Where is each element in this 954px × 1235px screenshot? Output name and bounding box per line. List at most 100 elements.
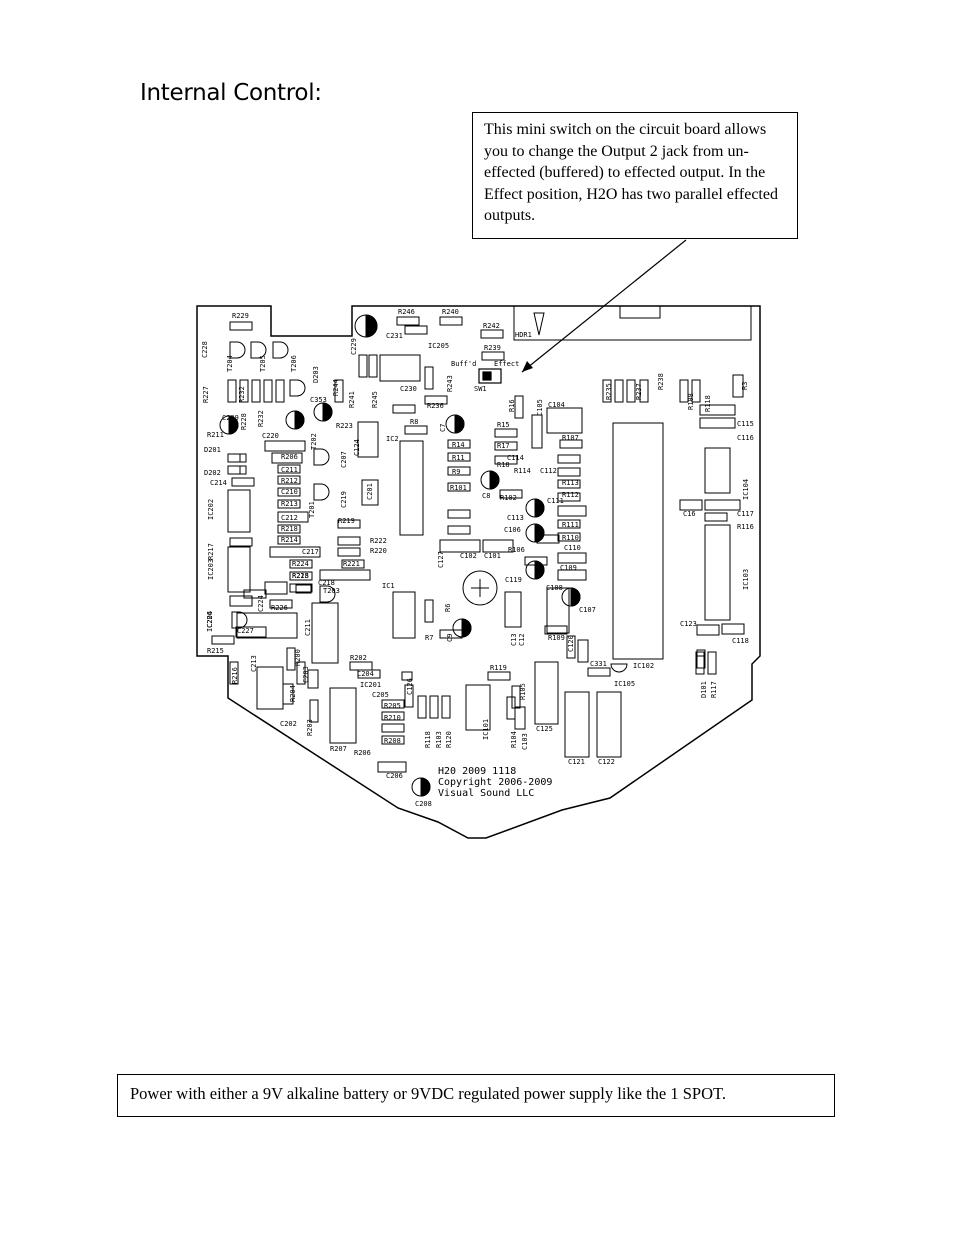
svg-text:R210: R210 (384, 714, 401, 722)
svg-text:C106: C106 (504, 526, 521, 534)
svg-text:R11: R11 (452, 454, 465, 462)
svg-text:C114: C114 (507, 454, 524, 462)
svg-text:R241: R241 (348, 391, 356, 408)
svg-text:R219: R219 (338, 517, 355, 525)
svg-text:C115: C115 (737, 420, 754, 428)
svg-text:R118: R118 (704, 395, 712, 412)
svg-text:R15: R15 (497, 421, 510, 429)
svg-text:R200: R200 (294, 649, 302, 666)
svg-text:IC102: IC102 (633, 662, 654, 670)
svg-text:C229: C229 (350, 338, 358, 355)
svg-text:R102: R102 (500, 494, 517, 502)
svg-text:C211: C211 (304, 619, 312, 636)
svg-text:C110: C110 (564, 544, 581, 552)
svg-text:C113: C113 (507, 514, 524, 522)
svg-text:C108: C108 (546, 584, 563, 592)
svg-text:R8: R8 (410, 418, 418, 426)
svg-text:IC205: IC205 (428, 342, 449, 350)
svg-text:C125: C125 (536, 725, 553, 733)
svg-text:C120: C120 (567, 635, 575, 652)
ic-packages (227, 354, 731, 758)
svg-text:C209: C209 (222, 414, 239, 422)
svg-text:R116: R116 (737, 523, 754, 531)
svg-text:C220: C220 (262, 432, 279, 440)
svg-text:R108: R108 (687, 393, 695, 410)
svg-text:R245: R245 (371, 391, 379, 408)
svg-text:C230: C230 (400, 385, 417, 393)
svg-text:C118: C118 (732, 637, 749, 645)
electrolytic-capacitors (219, 314, 581, 797)
svg-text:IC201: IC201 (360, 681, 381, 689)
svg-text:C206: C206 (386, 772, 403, 780)
svg-text:R222: R222 (370, 537, 387, 545)
transistors (229, 341, 628, 673)
svg-text:C123: C123 (680, 620, 697, 628)
svg-text:C13: C13 (510, 633, 518, 646)
svg-text:C103: C103 (521, 733, 529, 750)
svg-text:R113: R113 (562, 479, 579, 487)
svg-text:R204: R204 (289, 685, 297, 702)
svg-text:IC203: IC203 (207, 559, 215, 580)
svg-text:C219: C219 (340, 491, 348, 508)
svg-text:C8: C8 (482, 492, 490, 500)
svg-text:R109: R109 (548, 634, 565, 642)
svg-text:C207: C207 (340, 451, 348, 468)
svg-text:D101: D101 (700, 681, 708, 698)
svg-text:IC103: IC103 (742, 569, 750, 590)
svg-text:R118: R118 (424, 731, 432, 748)
svg-text:R3: R3 (741, 382, 749, 390)
svg-text:D201: D201 (204, 446, 221, 454)
svg-text:C224: C224 (257, 595, 265, 612)
svg-text:R202: R202 (350, 654, 367, 662)
page-title: Internal Control: (140, 80, 322, 106)
board-outline (196, 305, 761, 839)
svg-text:R218: R218 (281, 525, 298, 533)
svg-text:R212: R212 (281, 477, 298, 485)
svg-text:C109: C109 (560, 564, 577, 572)
svg-text:T204: T204 (226, 355, 234, 372)
svg-text:C9: C9 (446, 634, 454, 642)
svg-text:C107: C107 (579, 606, 596, 614)
board-company: Visual Sound LLC (438, 788, 534, 799)
svg-text:C203: C203 (302, 666, 310, 683)
board-revision: H20 2009 1118 (438, 766, 516, 777)
svg-text:R232: R232 (238, 386, 246, 403)
svg-text:R16: R16 (508, 399, 516, 412)
svg-text:R246: R246 (398, 308, 415, 316)
svg-text:R244: R244 (332, 379, 340, 396)
svg-text:C112: C112 (540, 467, 557, 475)
svg-text:R101: R101 (450, 484, 467, 492)
svg-text:R206: R206 (281, 453, 298, 461)
svg-text:IC104: IC104 (742, 479, 750, 500)
svg-text:C16: C16 (683, 510, 696, 518)
svg-text:T206: T206 (290, 355, 298, 372)
svg-text:C331: C331 (590, 660, 607, 668)
board-copyright: Copyright 2006-2009 (438, 777, 552, 788)
svg-text:R239: R239 (484, 344, 501, 352)
svg-text:R7: R7 (425, 634, 433, 642)
svg-text:R117: R117 (710, 681, 718, 698)
svg-text:R240: R240 (442, 308, 459, 316)
board-rotated-labels: C228 C229 T204 T205 T206 D203 R227 R232 … (201, 338, 750, 750)
mini-switch-sw1 (478, 368, 502, 384)
svg-text:HDR1: HDR1 (515, 331, 532, 339)
svg-text:R217: R217 (207, 543, 215, 560)
svg-text:C121: C121 (568, 758, 585, 766)
svg-text:R237: R237 (635, 383, 643, 400)
svg-text:R215: R215 (207, 647, 224, 655)
svg-text:R242: R242 (483, 322, 500, 330)
svg-text:C218: C218 (318, 579, 335, 587)
svg-text:R106: R106 (508, 546, 525, 554)
svg-text:R120: R120 (445, 731, 453, 748)
svg-text:C228: C228 (201, 341, 209, 358)
svg-text:C102: C102 (460, 552, 477, 560)
svg-text:C217: C217 (302, 548, 319, 556)
svg-text:T203: T203 (323, 587, 340, 595)
svg-text:R208: R208 (384, 737, 401, 745)
svg-text:R238: R238 (657, 373, 665, 390)
svg-text:C104: C104 (548, 401, 565, 409)
svg-text:R243: R243 (446, 375, 454, 392)
svg-text:R224: R224 (292, 560, 309, 568)
svg-text:R6: R6 (444, 604, 452, 612)
svg-text:R213: R213 (281, 500, 298, 508)
